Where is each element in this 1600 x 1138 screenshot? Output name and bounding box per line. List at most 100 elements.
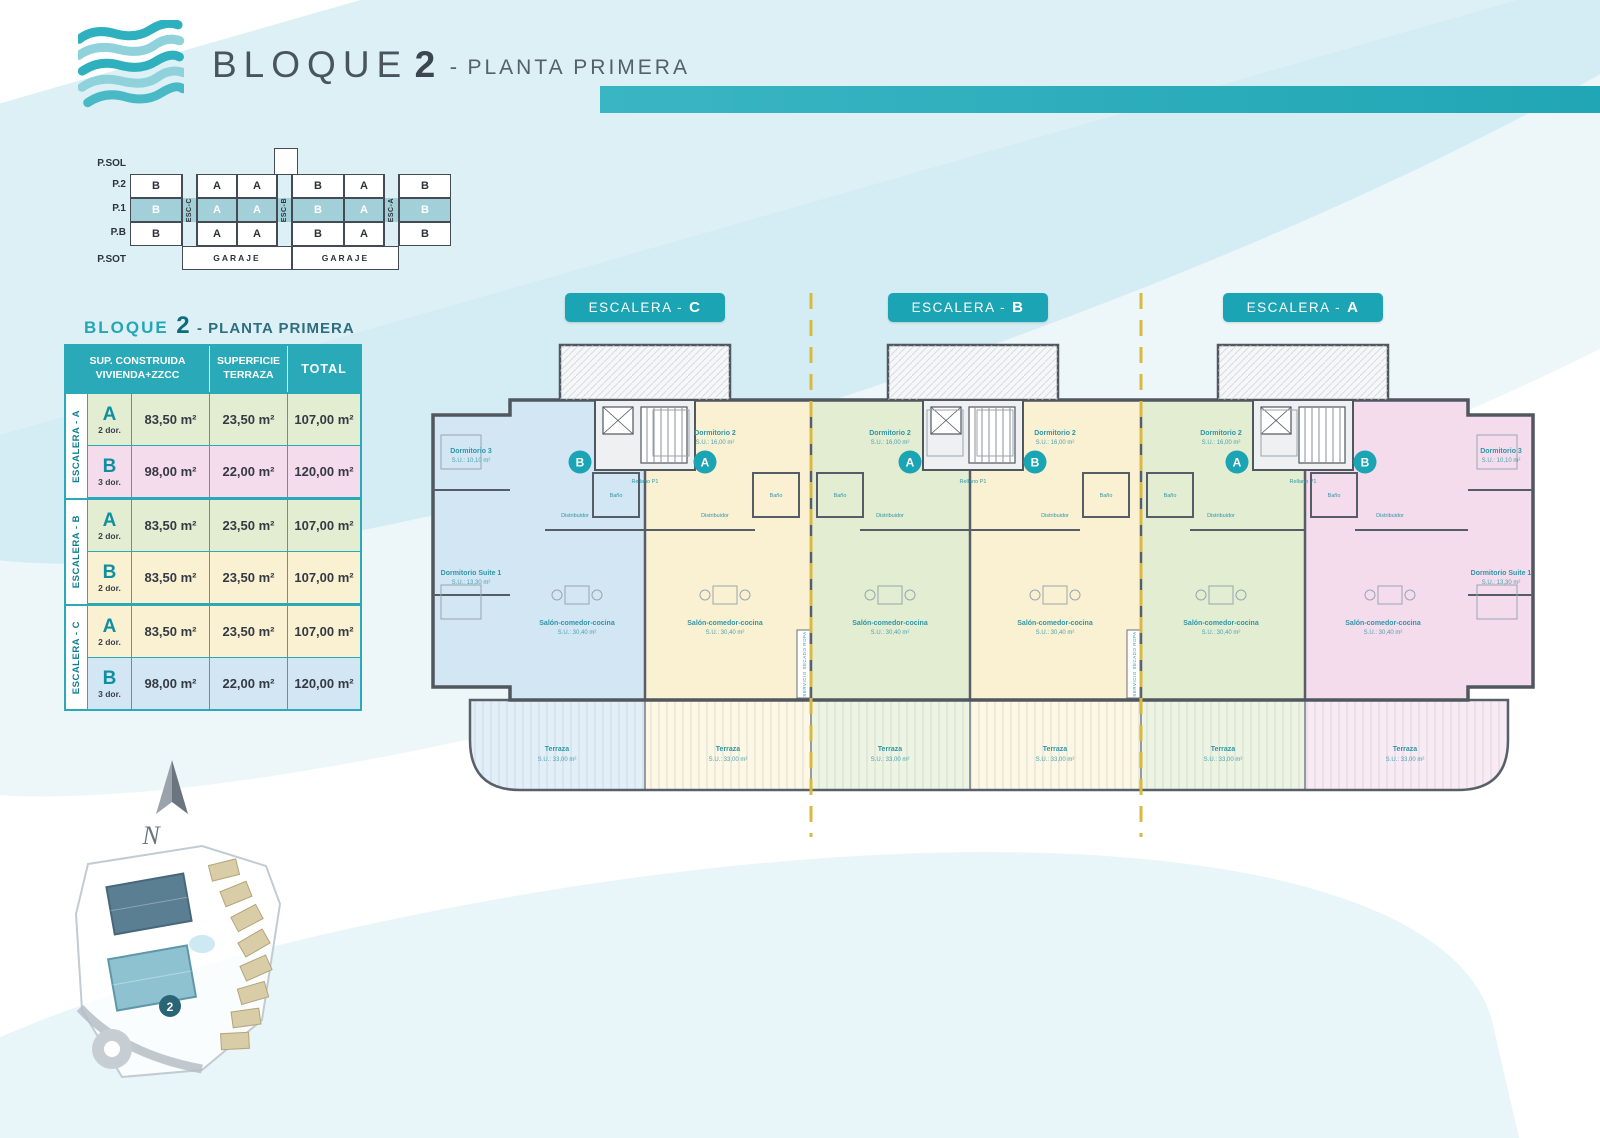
- escalera-letter: C: [689, 299, 702, 316]
- room-label: Salón-comedor-cocina: [687, 620, 763, 627]
- stack-cell: A: [344, 174, 384, 198]
- table-row: B 2 dor. 83,50 m² 23,50 m² 107,00 m²: [88, 552, 360, 604]
- room-area: S.U.: 33,00 m²: [1204, 757, 1243, 763]
- stack-row-label: P.1: [112, 203, 126, 214]
- stack-tower: [274, 148, 298, 175]
- unit-type-letter: A: [102, 403, 117, 425]
- unit-type-cell: B 2 dor.: [88, 552, 132, 603]
- stack-cell: A: [237, 174, 277, 198]
- room-label: Dormitorio Suite 1: [1471, 570, 1532, 577]
- room-label: Distribuidor: [1041, 513, 1069, 519]
- service-label: SERVICIO SECADO ROPA: [1132, 631, 1137, 696]
- service-label: SERVICIO SECADO ROPA: [802, 631, 807, 696]
- unit-type-cell: A 2 dor.: [88, 500, 132, 551]
- unit-dorms: 3 dor.: [98, 688, 121, 699]
- room-label: Distribuidor: [1376, 513, 1404, 519]
- table-title-rest: - PLANTA PRIMERA: [197, 320, 355, 337]
- header-line: VIVIENDA+ZZCC: [95, 369, 180, 381]
- building-stack-diagram: P.SOL P.2 P.1 P.B P.SOT B A A B A B B A …: [84, 148, 459, 274]
- room-label: Salón-comedor-cocina: [852, 620, 928, 627]
- stack-cell: B: [130, 222, 182, 246]
- stack-cell-highlight: B: [399, 198, 451, 222]
- stack-cell-highlight: B: [130, 198, 182, 222]
- terrace-outline: [468, 698, 1510, 792]
- stack-cell-highlight: B: [292, 198, 344, 222]
- stack-cell-highlight: A: [237, 198, 277, 222]
- room-area: S.U.: 30,40 m²: [1202, 630, 1241, 636]
- room-area: S.U.: 10,10 m²: [452, 458, 491, 464]
- group-label-text: ESCALERA - C: [71, 620, 82, 695]
- room-label: Baño: [1100, 493, 1113, 499]
- unit-badge: B: [1361, 456, 1370, 470]
- unit-dorms: 2 dor.: [98, 582, 121, 593]
- room-label: Distribuidor: [561, 513, 589, 519]
- escalera-letter: A: [1347, 299, 1360, 316]
- value-total: 107,00 m²: [288, 394, 360, 445]
- stack-cell: B: [292, 174, 344, 198]
- north-label: N: [141, 821, 161, 850]
- room-label: Salón-comedor-cocina: [539, 620, 615, 627]
- floor-plan-drawing: Rellano P1 Rellano P1 Rellano: [431, 293, 1535, 837]
- value-construida: 83,50 m²: [132, 606, 210, 657]
- furniture: [440, 409, 1518, 620]
- room-area: S.U.: 33,00 m²: [1386, 757, 1425, 763]
- unit-badge: A: [906, 456, 915, 470]
- group-label-text: ESCALERA - A: [71, 409, 82, 483]
- unit-dorms: 2 dor.: [98, 636, 121, 647]
- table-group-escalera-a: ESCALERA - A A 2 dor. 83,50 m² 23,50 m² …: [66, 392, 360, 498]
- stair-core-a: Rellano P1: [1216, 343, 1390, 485]
- table-group-label: ESCALERA - B: [66, 500, 88, 604]
- unit-badge: A: [701, 456, 710, 470]
- room-label: Baño: [834, 493, 847, 499]
- table-header-row: SUP. CONSTRUIDA VIVIENDA+ZZCC SUPERFICIE…: [66, 346, 360, 392]
- road: [76, 1004, 203, 1074]
- room-label: Terraza: [878, 746, 902, 753]
- table-group-escalera-c: ESCALERA - C A 2 dor. 83,50 m² 23,50 m² …: [66, 604, 360, 709]
- group-label-text: ESCALERA - B: [71, 515, 82, 589]
- unit-badge: B: [576, 456, 585, 470]
- stack-row-label: P.SOT: [97, 254, 126, 265]
- service-strips: SERVICIO SECADO ROPA SERVICIO SECADO ROP…: [796, 629, 1141, 699]
- room-label: Salón-comedor-cocina: [1183, 620, 1259, 627]
- room-area: S.U.: 16,00 m²: [696, 440, 735, 446]
- header-line: SUPERFICIE: [216, 355, 280, 368]
- unit-dorms: 2 dor.: [98, 424, 121, 435]
- table-title-number: 2: [176, 312, 190, 339]
- room-area: S.U.: 30,40 m²: [706, 630, 745, 636]
- rellano-label: Rellano P1: [1290, 479, 1317, 485]
- unit-type-letter: A: [102, 615, 117, 637]
- stack-highlight-band: [130, 198, 451, 222]
- escalera-a-label: ESCALERA -A: [1223, 293, 1383, 322]
- table-row: A 2 dor. 83,50 m² 23,50 m² 107,00 m²: [88, 394, 360, 446]
- value-terraza: 22,00 m²: [210, 658, 288, 709]
- table-row: A 2 dor. 83,50 m² 23,50 m² 107,00 m²: [88, 500, 360, 552]
- room-label: Salón-comedor-cocina: [1345, 620, 1421, 627]
- room-label: Dormitorio 3: [1480, 448, 1522, 455]
- unit-type-letter: A: [102, 509, 117, 531]
- stack-cell: A: [237, 222, 277, 246]
- escalera-b-label: ESCALERA -B: [888, 293, 1048, 322]
- unit-badges: B A A B A B: [568, 450, 1377, 474]
- stack-esc-column: ESC-A: [384, 174, 399, 246]
- pond: [189, 935, 215, 953]
- room-label: Baño: [1328, 493, 1341, 499]
- room-area: S.U.: 30,40 m²: [871, 630, 910, 636]
- unit-dorms: 3 dor.: [98, 476, 121, 487]
- room-label: Terraza: [1043, 746, 1067, 753]
- room-area: S.U.: 13,30 m²: [1482, 580, 1521, 586]
- value-construida: 83,50 m²: [132, 552, 210, 603]
- stack-cell: B: [292, 222, 344, 246]
- room-area: S.U.: 16,00 m²: [1036, 440, 1075, 446]
- stack-cell: B: [399, 222, 451, 246]
- room-label: Baño: [610, 493, 623, 499]
- block-2-badge: 2: [159, 995, 181, 1017]
- value-total: 107,00 m²: [288, 500, 360, 551]
- value-terraza: 22,00 m²: [210, 446, 288, 497]
- stack-esc-column: ESC-B: [277, 174, 292, 246]
- stack-cell-highlight: A: [197, 198, 237, 222]
- value-construida: 83,50 m²: [132, 500, 210, 551]
- page-title: BLOQUE 2 - PLANTA PRIMERA: [212, 44, 690, 86]
- stack-cell: A: [197, 174, 237, 198]
- stack-row-label: P.2: [112, 179, 126, 190]
- room-area: S.U.: 33,00 m²: [1036, 757, 1075, 763]
